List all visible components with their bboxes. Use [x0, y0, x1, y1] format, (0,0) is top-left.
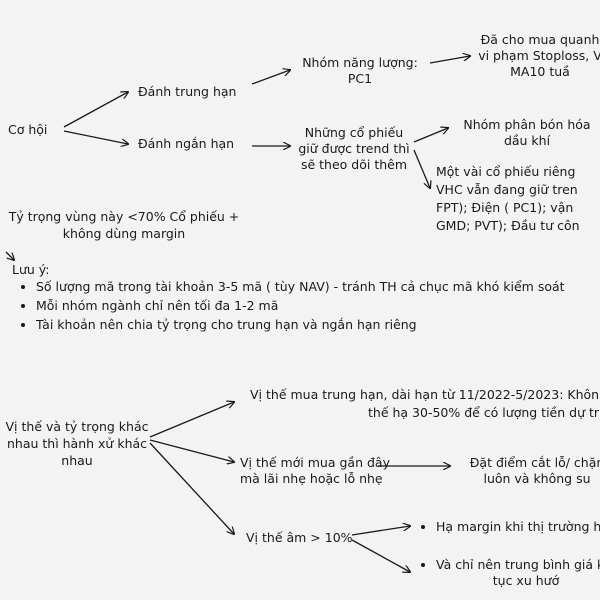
- energy-group-node: Nhóm năng lượng: PC1: [296, 55, 424, 87]
- fertilizer-line-2: dầu khí: [503, 133, 551, 148]
- allocation-line-2: không dùng margin: [62, 226, 186, 241]
- average-down-item: Và chỉ nên trung bình giá k: [422, 557, 600, 573]
- mid-term-note-line-3: MA10 tuầ: [510, 64, 570, 79]
- mid-term-branch: Đánh trung hạn: [138, 84, 237, 99]
- notes-title: Lưu ý:: [12, 262, 50, 277]
- trend-stocks-node: Những cổ phiếu giữ được trend thì sẽ the…: [294, 125, 414, 173]
- short-term-branch: Đánh ngắn hạn: [138, 136, 235, 151]
- average-down-line-1: Và chỉ nên trung bình giá k: [436, 557, 600, 573]
- notes-list: Số lượng mã trong tài khoản 3-5 mã ( tùy…: [18, 277, 565, 334]
- individual-line-4: GMD; PVT); Đầu tư côn: [436, 218, 580, 233]
- mid-long-line-1: Vị thế mua trung hạn, dài hạn từ 11/2022…: [250, 387, 600, 402]
- individual-line-3: FPT); Điện ( PC1); vận: [436, 200, 574, 215]
- note-item: Số lượng mã trong tài khoản 3-5 mã ( tùy…: [36, 277, 565, 296]
- mid-term-note-line-1: Đã cho mua quanh: [480, 32, 600, 47]
- note-item: Mỗi nhóm ngành chỉ nên tối đa 1-2 mã: [36, 296, 565, 315]
- mid-term-note: Đã cho mua quanh vi phạm Stoploss, V MA1…: [470, 32, 600, 80]
- mid-long-position-node: Vị thế mua trung hạn, dài hạn từ 11/2022…: [250, 386, 600, 422]
- stoploss-line-2: luôn và không su: [483, 471, 591, 486]
- allocation-line-1: Tỷ trọng vùng này <70% Cổ phiếu +: [8, 209, 240, 224]
- positions-root: Vị thế và tỷ trọng khác nhau thì hành xử…: [0, 418, 154, 469]
- stoploss-node: Đặt điểm cắt lỗ/ chặn luôn và không su: [462, 455, 600, 487]
- new-position-node: Vị thế mới mua gần đây mà lãi nhẹ hoặc l…: [240, 455, 390, 487]
- root-opportunity: Cơ hội: [8, 122, 48, 137]
- positions-root-line-2: nhau thì hành xử khác: [6, 436, 148, 451]
- energy-group-line-2: PC1: [347, 71, 373, 86]
- positions-root-line-1: Vị thế và tỷ trọng khác: [5, 419, 149, 434]
- energy-group-line-1: Nhóm năng lượng:: [302, 55, 418, 70]
- mid-long-line-2: thế hạ 30-50% để có lượng tiền dự trữ: [368, 405, 600, 420]
- negative-position-node: Vị thế âm > 10%: [246, 530, 353, 545]
- new-position-line-2: mà lãi nhẹ hoặc lỗ nhẹ: [240, 471, 383, 486]
- fertilizer-line-1: Nhóm phân bón hóa: [463, 117, 591, 132]
- margin-cut-item: Hạ margin khi thị trường h: [422, 519, 600, 535]
- allocation-note: Tỷ trọng vùng này <70% Cổ phiếu + không …: [6, 208, 242, 242]
- individual-line-1: Một vài cổ phiếu riêng: [436, 164, 576, 179]
- trend-stocks-line-3: sẽ theo dõi thêm: [300, 157, 408, 172]
- trend-stocks-line-2: giữ được trend thì: [298, 141, 410, 156]
- mid-term-note-line-2: vi phạm Stoploss, V: [478, 48, 600, 63]
- stoploss-line-1: Đặt điểm cắt lỗ/ chặn: [469, 455, 600, 470]
- average-down-line-2: tục xu hướ: [492, 573, 560, 588]
- note-item: Tài khoản nên chia tỷ trọng cho trung hạ…: [36, 315, 565, 334]
- individual-line-2: VHC vẫn đang giữ tren: [436, 182, 578, 197]
- positions-root-line-3: nhau: [61, 453, 93, 468]
- individual-stocks-node: Một vài cổ phiếu riêng VHC vẫn đang giữ …: [436, 163, 580, 235]
- trend-stocks-line-1: Những cổ phiếu: [304, 125, 404, 140]
- margin-cut-text: Hạ margin khi thị trường h: [436, 519, 600, 535]
- fertilizer-node: Nhóm phân bón hóa dầu khí: [452, 117, 600, 149]
- new-position-line-1: Vị thế mới mua gần đây: [240, 455, 390, 470]
